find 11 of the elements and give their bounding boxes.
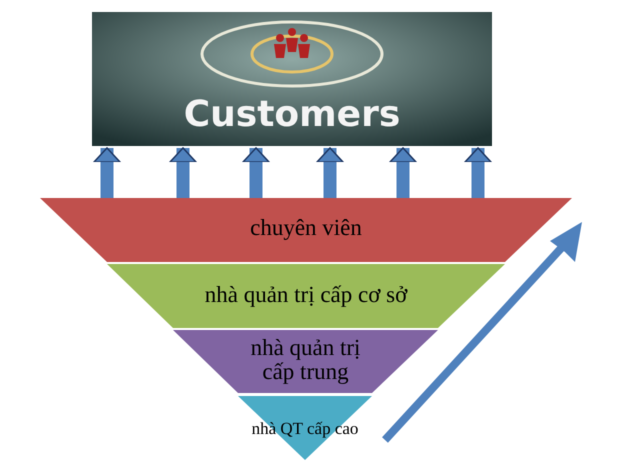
picture-caption: Customers — [182, 96, 402, 134]
level-label: nhà quản trị cấp cơ sở — [204, 283, 408, 308]
up-arrow — [169, 147, 197, 198]
level-label: chuyên viên — [249, 216, 363, 240]
up-arrow — [93, 147, 121, 198]
level-label: nhà QT cấp cao — [250, 420, 360, 438]
up-arrow — [464, 147, 492, 198]
up-arrow — [316, 147, 344, 198]
up-arrow — [242, 147, 270, 198]
up-arrow — [389, 147, 417, 198]
level-label: nhà quản trị cấp trung — [250, 336, 362, 384]
